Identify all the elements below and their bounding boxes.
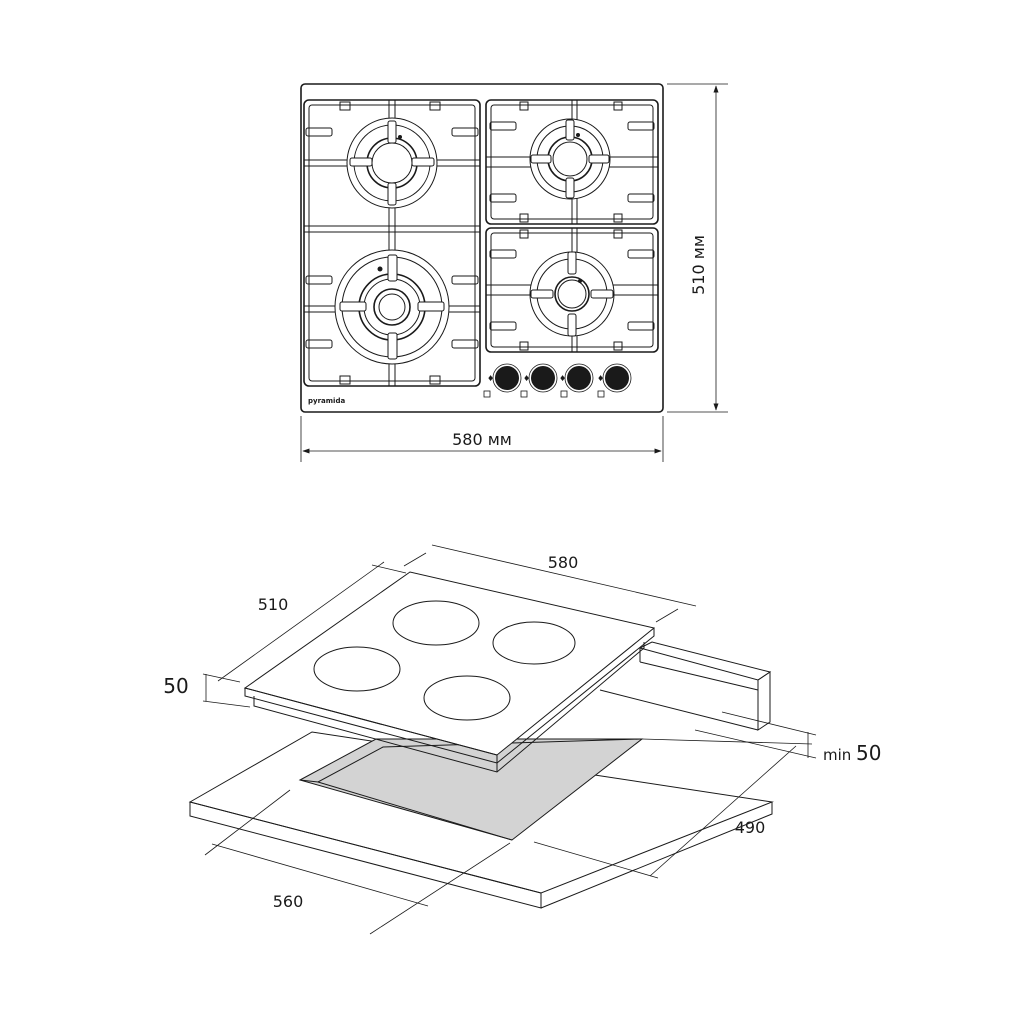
rear-wall (599, 641, 772, 731)
burner-front-left-top (346, 117, 438, 209)
cutout-opening (298, 738, 644, 841)
hob-outline (300, 83, 664, 413)
hotplate-rear-left (392, 600, 480, 646)
cutout-width-dimension: 560 (204, 789, 511, 935)
svg-text:♦: ♦ (487, 374, 494, 383)
burner-rear-right (529, 118, 611, 200)
control-panel: ♦ ♦ ♦ ♦ (483, 363, 632, 398)
hotplate-front-right (423, 675, 511, 721)
countertop (188, 731, 774, 909)
cutout-depth-label: 490 (735, 818, 766, 837)
cutout-depth-dimension: 490 (533, 738, 813, 879)
hob-height-dimension: 50 (163, 673, 251, 708)
knob-4: ♦ (597, 363, 632, 398)
burner-front-right (529, 251, 615, 337)
hob-top-view: ♦ ♦ ♦ ♦ pyramida (300, 83, 728, 462)
installation-view: 580 510 50 min 50 490 (163, 544, 881, 935)
clearance-prefix: min (823, 746, 851, 764)
hotplate-rear-right (492, 621, 576, 665)
width-dimension: 580 мм (300, 416, 664, 462)
hob-depth-dimension: 510 (217, 561, 407, 682)
svg-text:♦: ♦ (559, 374, 566, 383)
hob-depth-label: 510 (258, 595, 289, 614)
svg-text:♦: ♦ (523, 374, 530, 383)
clearance-value: 50 (856, 741, 881, 765)
hob-width-dimension: 580 (403, 544, 697, 623)
svg-text:♦: ♦ (597, 374, 604, 383)
knob-1: ♦ (483, 363, 522, 398)
knob-3: ♦ (559, 363, 594, 398)
height-label: 510 мм (689, 235, 708, 295)
cutout-width-label: 560 (273, 892, 304, 911)
hotplate-front-left (313, 646, 401, 692)
hob-height-label: 50 (163, 674, 188, 698)
hob-width-label: 580 (548, 553, 579, 572)
height-dimension: 510 мм (667, 83, 728, 413)
clearance-dimension: min 50 (694, 711, 881, 765)
knob-2: ♦ (520, 363, 558, 398)
width-label: 580 мм (452, 430, 512, 449)
brand-logo: pyramida (308, 397, 345, 405)
hob-3d (243, 571, 656, 773)
burner-wok-left (334, 249, 450, 365)
